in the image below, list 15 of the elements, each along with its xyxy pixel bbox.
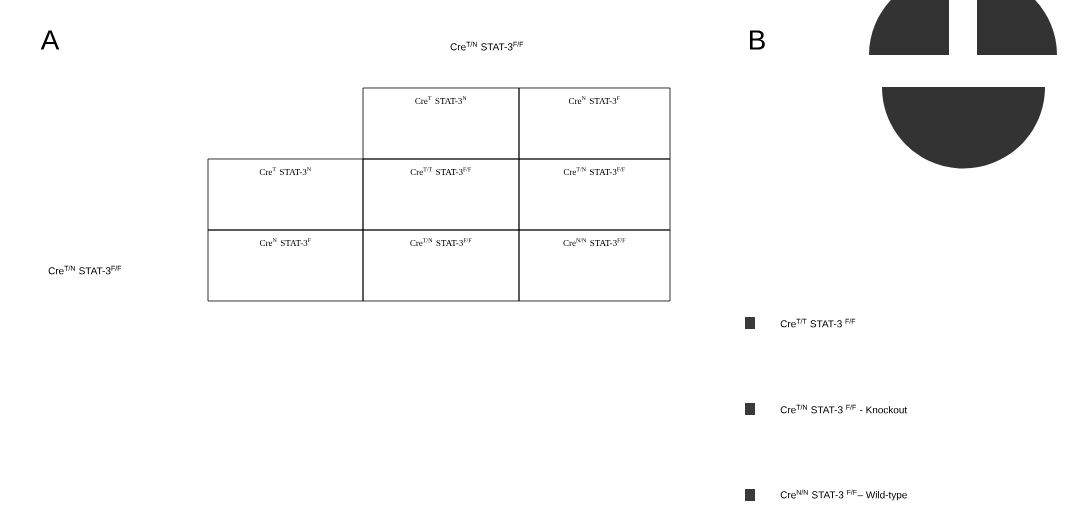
table-cell: Cre$^{N}$ STAT-3$^{F}$: [518, 87, 671, 160]
legend-label: Cre$^{T/T}$ STAT-3 $^{F/F}$: [780, 318, 856, 328]
table-cell: Cre$^{T/N}$ STAT-3$^{F/F}$: [362, 229, 520, 302]
panel-letter: A: [40, 30, 60, 50]
table-cell: Cre$^{T/T}$ STAT-3$^{F/F}$: [362, 158, 520, 231]
legend-label: Cre$^{T/N}$ STAT-3 $^{F/F}$ - Knockout: [780, 404, 908, 414]
column-heading: Cre$^{T/N}$ STAT-3$^{F/F}$: [450, 41, 524, 51]
table-cell: Cre$^{T}$ STAT-3$^{N}$: [362, 87, 520, 160]
panel-letter: B: [750, 30, 765, 50]
table-cell: Cre$^{T/N}$ STAT-3$^{F/F}$: [518, 158, 671, 231]
row-heading: Cre$^{T/N}$ STAT-3$^{F/F}$: [48, 265, 122, 275]
table-cell: Cre$^{N}$ STAT-3$^{F}$: [207, 229, 364, 302]
table-cell: Cre$^{N/N}$ STAT-3$^{F/F}$: [518, 229, 671, 302]
table-cell: Cre$^{T}$ STAT-3$^{N}$: [207, 158, 364, 231]
legend-label: Cre$^{N/N}$ STAT-3 $^{F/F}$– Wild-type: [780, 489, 907, 501]
